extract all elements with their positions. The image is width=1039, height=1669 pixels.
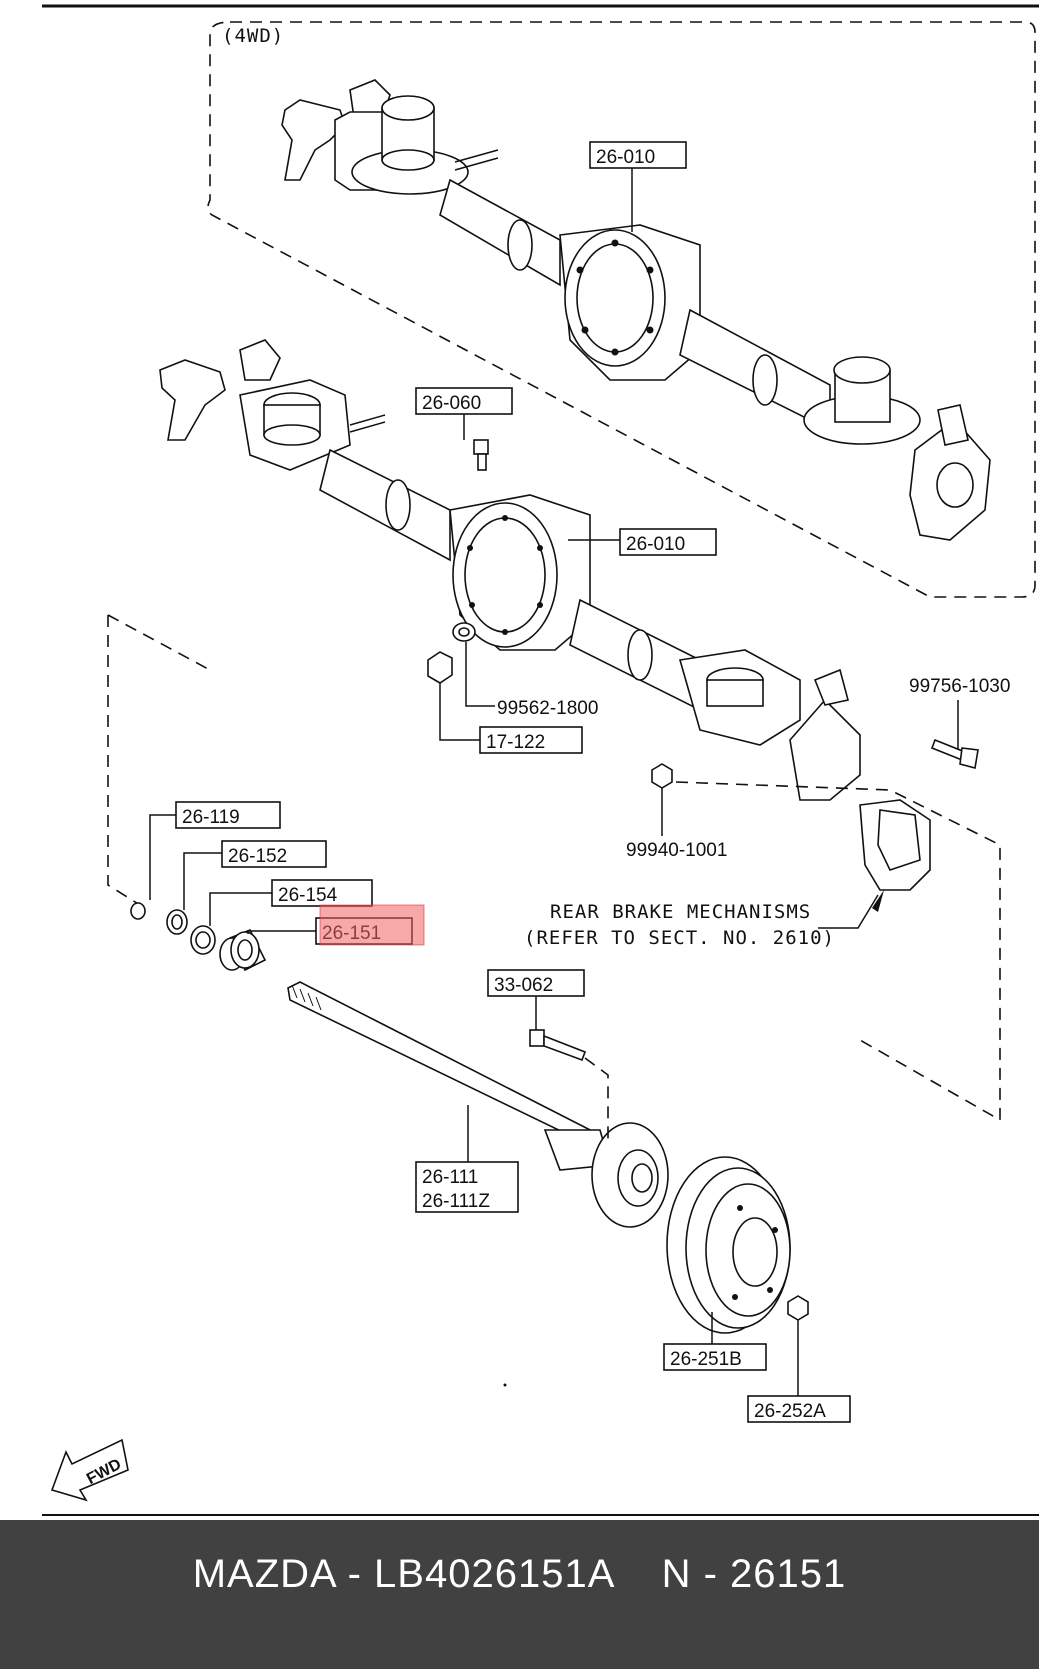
hub-bolt-part	[529, 1029, 587, 1062]
breather-part	[473, 439, 489, 471]
plug-part	[427, 651, 453, 684]
brake-mechanism	[859, 799, 931, 891]
drum-screw-part	[787, 1295, 809, 1321]
brake-dashed-boundary	[675, 781, 1001, 1122]
label-26-010-lower: 26-010	[626, 534, 685, 555]
highlight-box	[319, 904, 425, 946]
label-26-111: 26-111	[422, 1167, 478, 1188]
axle-housing	[159, 339, 861, 801]
label-26-154: 26-154	[278, 885, 338, 906]
brake-drum	[666, 1156, 791, 1334]
footer-bar: MAZDA - LB4026151A N - 26151	[0, 1520, 1039, 1669]
label-99562-1800: 99562-1800	[497, 698, 598, 719]
fwd-arrow-icon: FWD	[50, 1438, 129, 1502]
label-26-119: 26-119	[182, 807, 240, 828]
4wd-dashed-boundary	[207, 21, 1036, 598]
label-17-122: 17-122	[486, 732, 545, 753]
axle-housing-4wd	[281, 79, 991, 541]
variant-label: (4WD)	[222, 25, 284, 47]
label-26-252A: 26-252A	[754, 1401, 826, 1422]
label-99756-1030: 99756-1030	[909, 676, 1010, 697]
axle-shaft	[287, 981, 669, 1228]
label-26-111Z: 26-111Z	[422, 1191, 490, 1212]
label-99940-1001: 99940-1001	[626, 840, 727, 861]
parts-diagram: (4WD)	[42, 4, 1039, 1516]
part-number-caption: MAZDA - LB4026151A N - 26151	[192, 1552, 847, 1596]
label-26-251B: 26-251B	[670, 1349, 742, 1370]
bolt-part	[930, 738, 979, 769]
label-26-152: 26-152	[228, 846, 287, 867]
ring-part	[130, 902, 146, 920]
label-26-060: 26-060	[422, 393, 481, 414]
label-26-010-upper: 26-010	[596, 147, 655, 168]
bearing-part	[219, 928, 267, 972]
note-line-2: (REFER TO SECT. NO. 2610)	[524, 927, 835, 949]
label-33-062: 33-062	[494, 975, 553, 996]
nut-part	[651, 763, 673, 789]
note-line-1: REAR BRAKE MECHANISMS	[550, 901, 811, 923]
